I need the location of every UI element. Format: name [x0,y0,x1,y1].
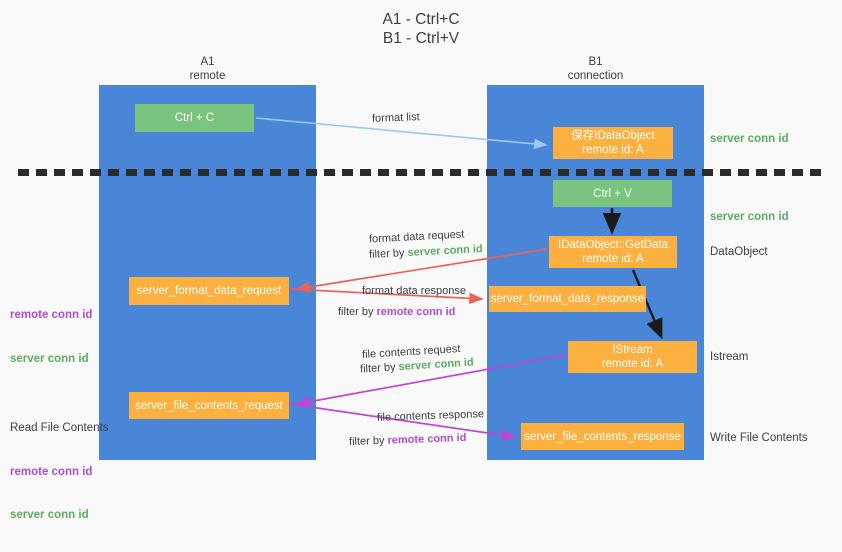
filter-prefix: filter by [338,306,377,318]
edge-label-format-data-response-filter: filter by remote conn id [338,305,455,319]
filter-target-remote-conn-id: remote conn id [376,306,456,318]
node-server-file-contents-response[interactable]: server_file_contents_response [521,423,684,450]
left-note-server-conn-id: server conn id [10,352,89,365]
filter-prefix: filter by [368,246,408,261]
edge-label-file-contents-response-filter: filter by remote conn id [349,431,467,449]
left-note-conn-ids-format: remote conn id server conn id [10,279,98,395]
edge-label-file-contents-response: file contents response [376,408,485,424]
left-note-server-conn-id: server conn id [10,509,89,521]
node-ctrl-v[interactable]: Ctrl + V [553,180,672,207]
left-note-remote-conn-id: remote conn id [10,309,93,321]
edge-label-format-data-response: format data response [362,285,466,297]
left-note-remote-conn-id: remote conn id [10,465,93,478]
node-server-format-data-response[interactable]: server_format_data_response [489,286,646,312]
node-idataobject-getdata[interactable]: IDataObject::GetData remote id: A [549,236,677,268]
filter-target-remote-conn-id: remote conn id [387,431,467,447]
side-note-server-conn-id-mid: server conn id [710,211,789,223]
node-ctrl-c[interactable]: Ctrl + C [135,104,254,132]
side-note-server-conn-id-top: server conn id [710,133,789,145]
side-note-write-file-contents: Write File Contents [710,432,808,444]
side-note-data-object: DataObject [710,246,768,258]
left-note-read-file-contents: Read File Contents [10,422,109,434]
edge-label-format-list: format list [371,111,420,125]
column-header-b1: B1 connection [567,56,624,82]
diagram-canvas: A1 - Ctrl+C B1 - Ctrl+V A1 remote B1 con… [10,11,824,521]
side-note-istream: Istream [710,351,749,363]
filter-target-server-conn-id: server conn id [398,356,474,374]
filter-target-server-conn-id: server conn id [407,243,483,259]
left-note-read-file-contents-group: Read File Contents remote conn id server… [10,392,109,552]
node-server-file-contents-request[interactable]: server_file_contents_request [129,392,289,419]
node-data-object[interactable]: 保存IDataObject remote id: A [553,127,673,159]
diagram-title: A1 - Ctrl+C B1 - Ctrl+V [382,11,460,47]
node-istream[interactable]: IStream remote id: A [568,341,697,373]
column-header-a1: A1 remote [189,56,226,82]
filter-prefix: filter by [359,361,399,376]
filter-prefix: filter by [348,434,388,449]
divider-dashed-line [18,169,824,176]
node-server-format-data-request[interactable]: server_format_data_request [129,277,289,305]
